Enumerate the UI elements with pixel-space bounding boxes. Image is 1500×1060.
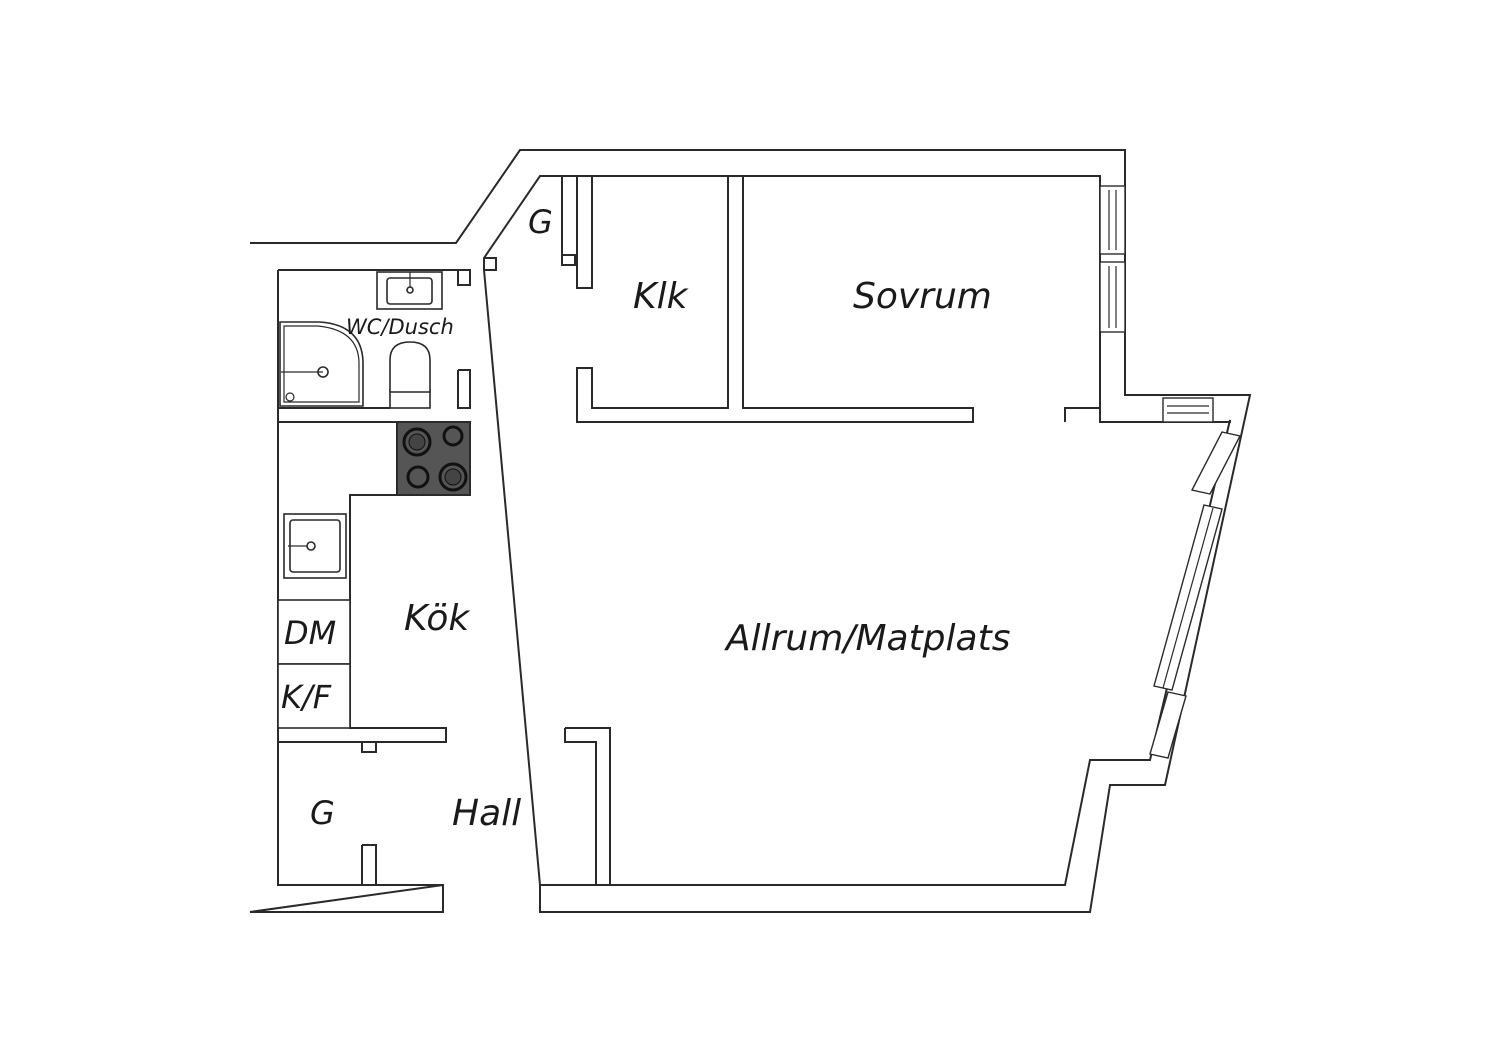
room-label-kitchen: Kök — [404, 598, 471, 639]
room-label-living: Allrum/Matplats — [724, 618, 1010, 659]
kitchen-sink-icon — [283, 513, 347, 579]
closet-bedroom-walls — [576, 175, 1100, 423]
storage-top-walls — [484, 176, 593, 289]
room-label-storage-hall: G — [310, 794, 335, 832]
appliance-label-fridge-freezer: K/F — [281, 678, 332, 716]
room-label-bedroom: Sovrum — [853, 276, 992, 317]
shower-icon — [279, 321, 364, 407]
room-label-bathroom: WC/Dusch — [346, 315, 454, 339]
fridge-freezer-box — [277, 663, 351, 729]
stove-icon — [396, 421, 471, 496]
window-icon — [1099, 185, 1242, 759]
room-label-closet: Klk — [633, 276, 690, 317]
toilet-icon — [389, 341, 431, 409]
outer-wall-outline — [249, 149, 1252, 913]
hall-walls — [278, 727, 611, 885]
bath-sink-icon — [376, 271, 443, 310]
room-label-storage-top: G — [528, 203, 553, 241]
appliance-label-dishwasher: DM — [284, 614, 336, 652]
room-label-hall: Hall — [452, 793, 521, 834]
